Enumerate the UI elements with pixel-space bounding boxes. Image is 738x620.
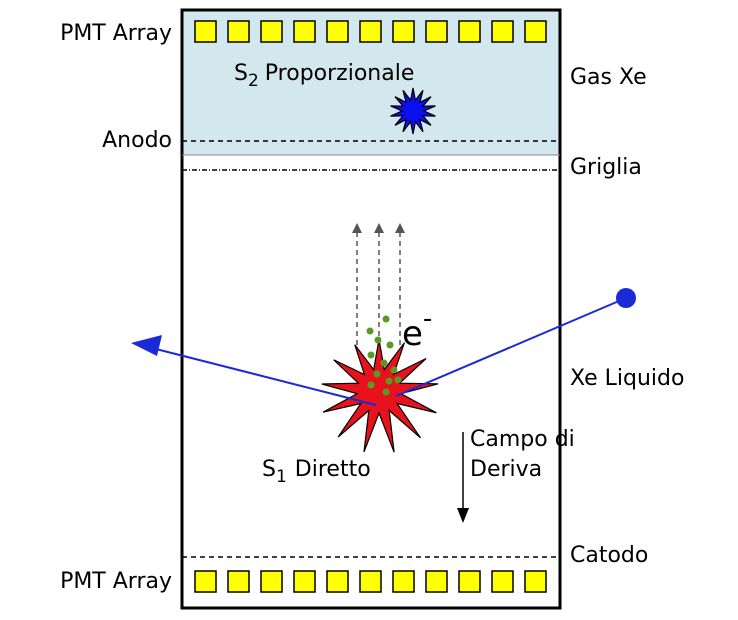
s1-label: S1 Diretto bbox=[262, 457, 371, 487]
s2-text: Proporzionale bbox=[265, 61, 415, 86]
electron-dot bbox=[390, 366, 398, 374]
scattered-particle-arrowhead bbox=[131, 335, 162, 356]
s2-letter: S bbox=[234, 61, 248, 86]
drift-field-arrowhead bbox=[457, 508, 469, 523]
pmt-square bbox=[326, 20, 349, 43]
pmt-square bbox=[524, 570, 547, 593]
grid-label: Griglia bbox=[570, 155, 642, 180]
drift-field-label-line2: Deriva bbox=[470, 457, 542, 482]
pmt-square bbox=[524, 20, 547, 43]
electron-charge: - bbox=[423, 304, 432, 334]
incoming-particle-track bbox=[395, 297, 627, 397]
pmt-square bbox=[425, 20, 448, 43]
electron-dot bbox=[386, 341, 394, 349]
electron-dot bbox=[366, 327, 374, 335]
pmt-square bbox=[491, 20, 514, 43]
pmt-square bbox=[359, 570, 382, 593]
electron-letter: e bbox=[402, 314, 423, 354]
pmt-square bbox=[491, 570, 514, 593]
pmt-square bbox=[194, 570, 217, 593]
pmt-square bbox=[359, 20, 382, 43]
pmt-square bbox=[194, 20, 217, 43]
pmt-square bbox=[392, 20, 415, 43]
s1-letter: S bbox=[262, 457, 276, 482]
electron-dot bbox=[374, 336, 382, 344]
s2-subscript: 2 bbox=[248, 71, 259, 91]
pmt-square bbox=[260, 20, 283, 43]
pmt-array-bottom bbox=[194, 570, 547, 593]
electron-dot bbox=[380, 359, 388, 367]
cathode-label: Catodo bbox=[570, 543, 648, 568]
pmt-square bbox=[227, 570, 250, 593]
pmt-square bbox=[293, 570, 316, 593]
pmt-array-top-label: PMT Array bbox=[60, 21, 172, 46]
pmt-square bbox=[425, 570, 448, 593]
pmt-square bbox=[458, 570, 481, 593]
gas-xe-label: Gas Xe bbox=[570, 65, 647, 90]
electron-cloud bbox=[366, 315, 402, 396]
s1-subscript: 1 bbox=[276, 467, 287, 487]
electron-dot bbox=[385, 377, 393, 385]
electron-dot bbox=[382, 388, 390, 396]
detector-vessel bbox=[180, 8, 562, 610]
anode-label: Anodo bbox=[102, 128, 172, 153]
pmt-square bbox=[260, 570, 283, 593]
pmt-square bbox=[392, 570, 415, 593]
pmt-square bbox=[458, 20, 481, 43]
s1-text: Diretto bbox=[295, 457, 371, 482]
electron-label: e- bbox=[402, 304, 432, 354]
scattered-particle-track bbox=[151, 347, 377, 406]
pmt-array-top bbox=[194, 20, 547, 43]
s2-label: S2 Proporzionale bbox=[234, 61, 414, 91]
electron-dot bbox=[367, 351, 375, 359]
s1-star-icon bbox=[321, 339, 439, 453]
liquid-xe-label: Xe Liquido bbox=[570, 366, 684, 391]
pmt-array-bottom-label: PMT Array bbox=[60, 569, 172, 594]
pmt-square bbox=[227, 20, 250, 43]
electron-dot bbox=[382, 315, 390, 323]
electron-dot bbox=[373, 370, 381, 378]
incoming-particle bbox=[616, 288, 636, 308]
s2-star-icon bbox=[390, 87, 436, 135]
pmt-square bbox=[293, 20, 316, 43]
electron-dot bbox=[394, 376, 402, 384]
drift-field-label-line1: Campo di bbox=[470, 427, 575, 452]
electron-dot bbox=[367, 381, 375, 389]
electron-drift-arrows bbox=[352, 223, 405, 345]
pmt-square bbox=[326, 570, 349, 593]
